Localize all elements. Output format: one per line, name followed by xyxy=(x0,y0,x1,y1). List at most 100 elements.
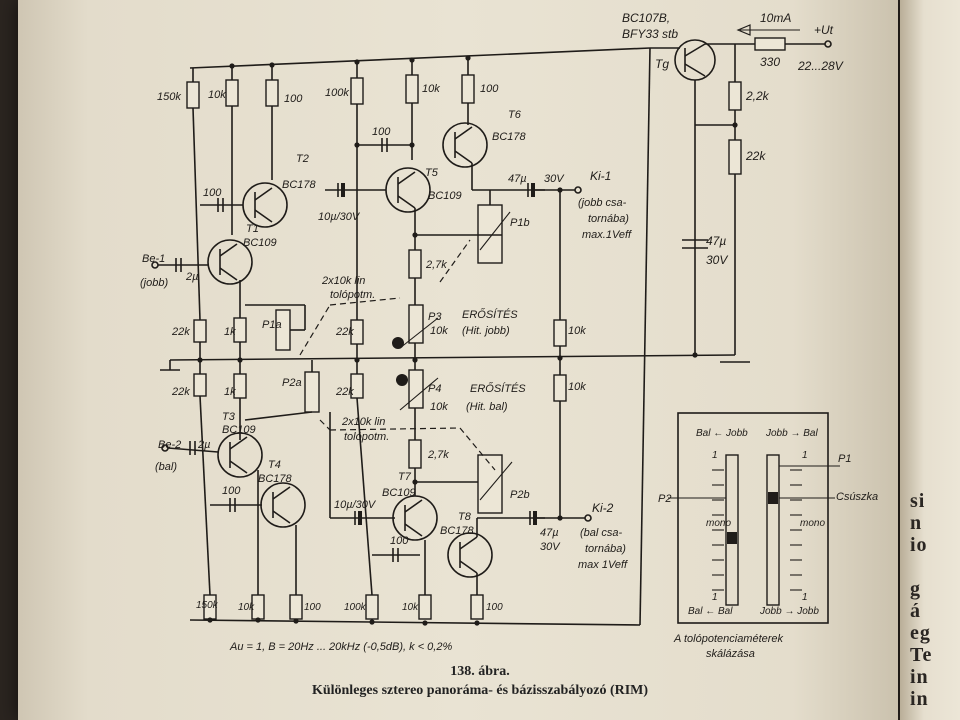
label-be1-cap: 2µ xyxy=(185,271,198,283)
top-channel xyxy=(151,55,738,363)
label-cap10u-bottom: 10µ/30V xyxy=(334,499,377,511)
label-outcap-top-v: 30V xyxy=(544,173,565,185)
label-ki1-sub1: (jobb csa- xyxy=(578,197,627,209)
next-page-fragment: si n io g á eg Te in in xyxy=(910,490,933,710)
bottom-channel xyxy=(161,360,592,626)
slider-track-right xyxy=(766,454,780,606)
inset-left-header: Bal ← Jobb xyxy=(696,428,748,439)
next-book-page: si n io g á eg Te in in xyxy=(900,0,960,720)
label-cap47: 47µ xyxy=(706,234,726,248)
label-p2a: P2a xyxy=(282,377,302,389)
label-cap100-t3: 100 xyxy=(222,485,241,497)
label-22k-t5: 22k xyxy=(335,326,354,338)
inset-p1-label: P1 xyxy=(838,453,851,465)
label-100k-top: 100k xyxy=(325,87,349,99)
gain-knob-bottom xyxy=(396,374,408,386)
resistor-2k7-top xyxy=(408,249,422,279)
label-gain-bottom: ERŐSÍTÉS xyxy=(470,381,526,395)
inset-p2-label: P2 xyxy=(658,493,671,505)
pot-p2a xyxy=(304,371,320,413)
gain-knob-top xyxy=(392,337,404,349)
resistor-1k-bottom xyxy=(233,373,247,399)
label-p3: P3 xyxy=(428,311,442,323)
label-t6: T6 xyxy=(508,109,522,121)
inset-right-footer: Jobb → Jobb xyxy=(759,606,819,617)
inset-caption-2: skálázása xyxy=(706,648,755,660)
figure-caption: Különleges sztereo panoráma- és bázissza… xyxy=(311,683,649,698)
resistor-100-t8 xyxy=(470,594,484,620)
label-t2: T2 xyxy=(296,153,309,165)
spec-line: Au = 1, B = 20Hz ... 20kHz (-0,5dB), k <… xyxy=(229,641,452,653)
label-be2: Be-2 xyxy=(158,439,181,451)
label-be1: Be-1 xyxy=(142,253,165,265)
resistor-100-t6 xyxy=(461,74,475,104)
pot-p3 xyxy=(408,304,424,344)
label-t2-type: BC178 xyxy=(282,179,317,191)
output-terminal-ki1 xyxy=(574,186,582,194)
label-cap100-t7: 100 xyxy=(390,535,409,547)
pot-p4 xyxy=(408,369,424,409)
pot-p2b xyxy=(477,454,503,514)
slider-knob-right xyxy=(768,492,778,504)
label-r330: 330 xyxy=(760,55,780,69)
label-r22k: 22k xyxy=(745,149,766,163)
transistor-t2 xyxy=(242,182,288,228)
label-t8-type: BC178 xyxy=(440,525,475,537)
label-tg: Tg xyxy=(655,57,669,71)
label-gain-bottom-sub: (Hit. bal) xyxy=(466,401,508,413)
slider-knob-left xyxy=(727,532,737,544)
resistor-100k-top xyxy=(350,77,364,105)
label-ki1-sub2: tornába) xyxy=(588,213,629,225)
transistor-t8 xyxy=(447,532,493,578)
label-1k-bottom: 1k xyxy=(224,386,236,398)
label-t5-type: BC109 xyxy=(428,190,462,202)
label-current: 10mA xyxy=(760,11,791,25)
inset-slider-label: Csúszka xyxy=(836,491,878,503)
label-voltage: 22...28V xyxy=(797,59,844,73)
label-power-transistor: BC107B, xyxy=(622,11,670,25)
label-outcap-bottom-v: 30V xyxy=(540,541,561,553)
label-p1b: P1b xyxy=(510,217,530,229)
schematic-labels: BC107B, BFY33 stb Tg 10mA +Ut 330 22...2… xyxy=(140,11,878,660)
label-10k-out-bottom: 10k xyxy=(568,381,586,393)
resistor-22k-bottom xyxy=(193,373,207,397)
label-ki2-sub3: max 1Veff xyxy=(578,559,628,571)
label-p3-value: 10k xyxy=(430,325,448,337)
inset-mono-right: mono xyxy=(800,518,825,529)
label-10k-t7: 10k xyxy=(402,602,419,613)
label-outcap-top: 47µ xyxy=(508,173,527,185)
label-cap10u-top: 10µ/30V xyxy=(318,211,361,223)
label-ki2-sub1: (bal csa- xyxy=(580,527,623,539)
resistor-10k-out-bottom xyxy=(553,374,567,402)
label-ki2-sub2: tornába) xyxy=(585,543,626,555)
label-ki1-sub3: max.1Veff xyxy=(582,229,632,241)
label-p1a: P1a xyxy=(262,319,282,331)
transistor-t7 xyxy=(392,495,438,541)
slider-track-left xyxy=(725,454,739,606)
resistor-10k-top xyxy=(225,79,239,107)
transistor-t4 xyxy=(260,482,306,528)
label-100-top: 100 xyxy=(284,93,303,105)
label-10k-bottom: 10k xyxy=(238,602,255,613)
power-supply xyxy=(160,24,832,626)
label-outcap-bottom: 47µ xyxy=(540,527,559,539)
label-rail: +Ut xyxy=(814,23,834,37)
label-t1-type: BC109 xyxy=(243,237,277,249)
label-100-bottom: 100 xyxy=(304,602,321,613)
label-t3: T3 xyxy=(222,411,236,423)
inset-left-footer: Bal ← Bal xyxy=(688,606,733,617)
resistor-2k2 xyxy=(728,81,742,111)
label-p2b: P2b xyxy=(510,489,530,501)
transistor-t1 xyxy=(207,239,253,285)
label-22k-top: 22k xyxy=(171,326,190,338)
transistor-t3 xyxy=(217,432,263,478)
label-2k7-top: 2,7k xyxy=(425,259,447,271)
label-t3-type: BC109 xyxy=(222,424,256,436)
label-1k-top: 1k xyxy=(224,326,236,338)
label-150k-top: 150k xyxy=(157,91,181,103)
label-gain-top: ERŐSÍTÉS xyxy=(462,307,518,321)
label-gain-top-sub: (Hit. jobb) xyxy=(462,325,510,337)
inset-tick-bottom-right: 1 xyxy=(802,592,808,603)
label-cap100-t5: 100 xyxy=(372,126,391,138)
label-t1: T1 xyxy=(246,223,259,235)
